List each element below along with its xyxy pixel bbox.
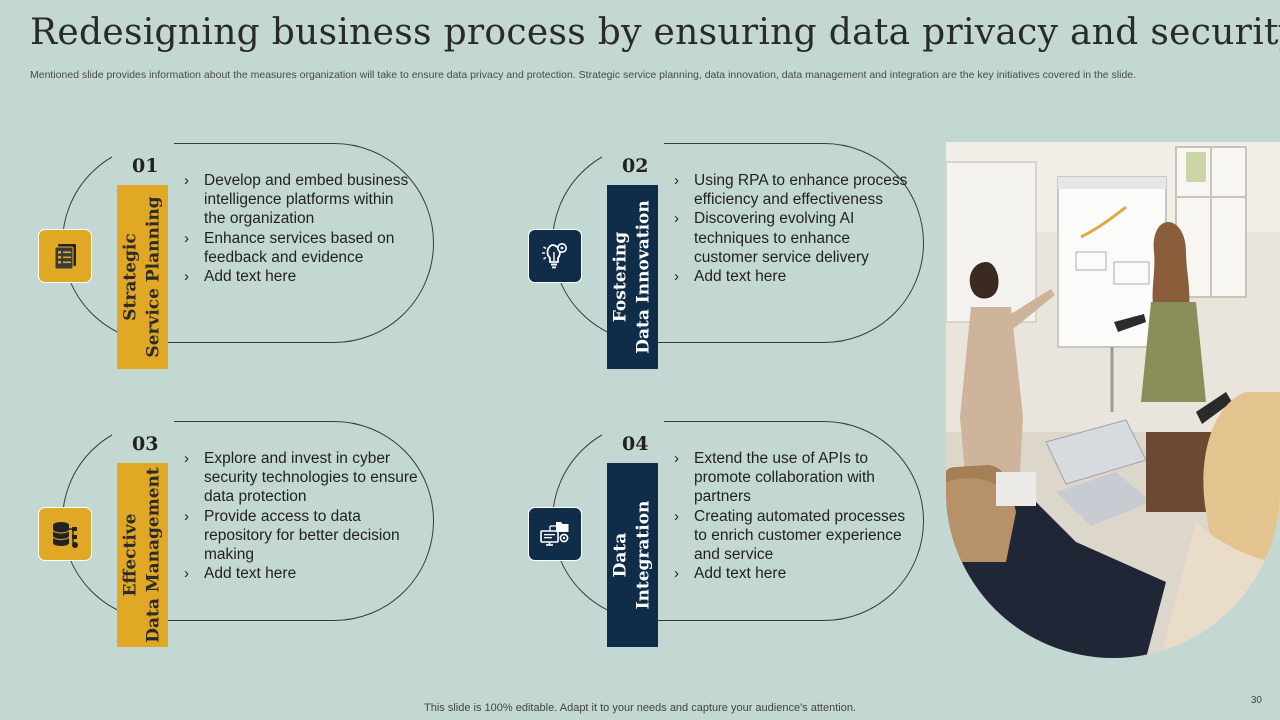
card-effective-data-management: 03 Effective Data Management › Explore an… xyxy=(38,419,434,647)
card-label-line-2: Integration xyxy=(633,500,654,610)
bullet-chevron-icon: › xyxy=(184,450,189,467)
bullet-text: Develop and embed business intelligence … xyxy=(204,172,409,228)
document-stack-icon xyxy=(38,229,92,283)
bullet-text: Using RPA to enhance process efficiency … xyxy=(694,172,908,209)
bullet-chevron-icon: › xyxy=(184,565,189,583)
card-label-bar: Effective Data Management xyxy=(117,463,168,647)
card-bullet-list: › Using RPA to enhance process efficiency… xyxy=(674,171,909,286)
bullet-chevron-icon: › xyxy=(674,268,679,286)
slide-title: Redesigning business process by ensuring… xyxy=(30,12,1280,53)
card-label-bar: Data Integration xyxy=(607,463,658,647)
bullet-chevron-icon: › xyxy=(674,507,679,525)
bullet-text: Add text here xyxy=(694,565,787,583)
card-label-line-2: Data Management xyxy=(143,467,164,643)
list-item: › Explore and invest in cyber security te… xyxy=(184,449,419,507)
card-label-line-1: Fostering xyxy=(610,231,631,323)
data-integration-icon xyxy=(528,507,582,561)
list-item: › Using RPA to enhance process efficiency… xyxy=(674,171,909,209)
bullet-text: Add text here xyxy=(694,268,787,286)
card-fostering-data-innovation: 02 Fostering Data Innovation › Using RPA … xyxy=(528,141,924,369)
card-label-line-2: Data Innovation xyxy=(633,200,654,354)
card-bullet-list: › Extend the use of APIs to promote colla… xyxy=(674,449,909,583)
bullet-text: Add text here xyxy=(204,565,297,583)
lightbulb-gear-icon xyxy=(528,229,582,283)
card-number: 02 xyxy=(622,155,649,177)
list-item: › Add text here xyxy=(184,564,419,583)
bullet-text: Enhance services based on feedback and e… xyxy=(204,229,395,266)
card-number: 03 xyxy=(132,433,159,455)
footer-note: This slide is 100% editable. Adapt it to… xyxy=(424,702,856,714)
card-bullet-list: › Explore and invest in cyber security te… xyxy=(184,449,419,583)
card-label-line-1: Data xyxy=(610,532,631,578)
card-label-line-1: Effective xyxy=(120,513,141,597)
bullet-chevron-icon: › xyxy=(184,172,189,189)
bullet-text: Explore and invest in cyber security tec… xyxy=(204,450,418,506)
bullet-text: Add text here xyxy=(204,268,297,286)
bullet-chevron-icon: › xyxy=(674,172,679,189)
list-item: › Enhance services based on feedback and … xyxy=(184,229,419,267)
list-item: › Develop and embed business intelligence… xyxy=(184,171,419,229)
slide-subtitle: Mentioned slide provides information abo… xyxy=(30,69,1137,81)
bullet-text: Extend the use of APIs to promote collab… xyxy=(694,450,875,506)
card-bullet-list: › Develop and embed business intelligence… xyxy=(184,171,419,286)
bullet-text: Creating automated processes to enrich c… xyxy=(694,507,906,564)
card-label-bar: Fostering Data Innovation xyxy=(607,185,658,369)
list-item: › Add text here xyxy=(674,267,909,286)
meeting-photo xyxy=(946,142,1280,658)
list-item: › Add text here xyxy=(184,267,419,286)
list-item: › Discovering evolving AI techniques to e… xyxy=(674,209,909,267)
card-label-line-1: Strategic xyxy=(120,233,141,321)
bullet-chevron-icon: › xyxy=(184,229,189,247)
bullet-chevron-icon: › xyxy=(674,565,679,583)
list-item: › Add text here xyxy=(674,564,909,583)
card-label-line-2: Service Planning xyxy=(143,196,164,358)
card-strategic-service-planning: 01 Strategic Service Planning › Develop a… xyxy=(38,141,434,369)
bullet-chevron-icon: › xyxy=(184,268,189,286)
card-number: 01 xyxy=(132,155,159,177)
card-label-bar: Strategic Service Planning xyxy=(117,185,168,369)
list-item: › Creating automated processes to enrich … xyxy=(674,507,909,565)
list-item: › Provide access to data repository for b… xyxy=(184,507,419,565)
bullet-text: Discovering evolving AI techniques to en… xyxy=(694,210,869,266)
card-data-integration: 04 Data Integration › Extend the use of A… xyxy=(528,419,924,647)
database-icon xyxy=(38,507,92,561)
bullet-chevron-icon: › xyxy=(184,507,189,525)
list-item: › Extend the use of APIs to promote colla… xyxy=(674,449,909,507)
bullet-text: Provide access to data repository for be… xyxy=(204,507,400,564)
card-number: 04 xyxy=(622,433,649,455)
bullet-chevron-icon: › xyxy=(674,210,679,228)
bullet-chevron-icon: › xyxy=(674,450,679,467)
page-number: 30 xyxy=(1250,695,1262,706)
